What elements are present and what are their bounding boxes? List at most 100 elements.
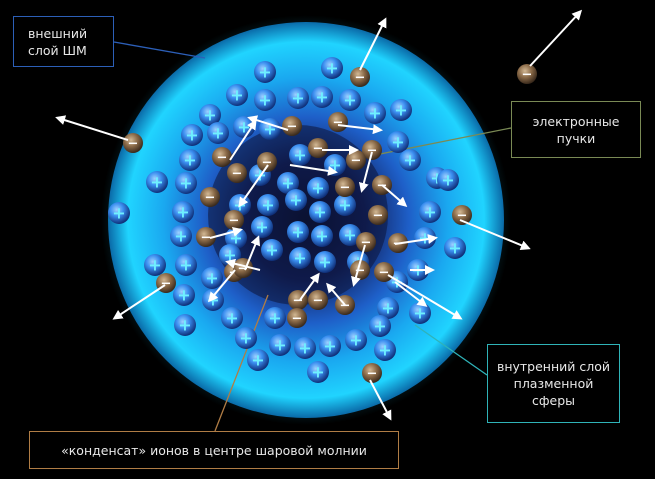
positive-ion-symbol: + — [258, 91, 271, 110]
positive-ion: + — [175, 254, 197, 276]
particles-layer: ++++++++++++++++++++++++++++++++++++++++… — [108, 57, 537, 383]
electron: − — [257, 152, 277, 172]
positive-ion: + — [108, 202, 130, 224]
positive-ion: + — [257, 194, 279, 216]
positive-ion: + — [390, 99, 412, 121]
positive-ion: + — [339, 224, 361, 246]
positive-ion: + — [199, 104, 221, 126]
electron-symbol: − — [201, 231, 212, 246]
positive-ion-symbol: + — [281, 174, 294, 193]
label-outer-line1: внешний — [28, 25, 88, 41]
positive-ion: + — [339, 89, 361, 111]
positive-ion-symbol: + — [313, 203, 326, 222]
label-condensate-text: «конденсат» ионов в центре шаровой молни… — [61, 442, 367, 458]
positive-ion-symbol: + — [230, 86, 243, 105]
positive-ion-symbol: + — [179, 174, 192, 193]
electron-symbol: − — [373, 209, 384, 224]
positive-ion: + — [181, 124, 203, 146]
positive-ion: + — [235, 327, 257, 349]
electron-symbol: − — [217, 151, 228, 166]
electron-symbol: − — [292, 312, 303, 327]
positive-ion: + — [269, 334, 291, 356]
electron-symbol: − — [355, 264, 366, 279]
positive-ion: + — [314, 251, 336, 273]
electron: − — [308, 138, 328, 158]
positive-ion-symbol: + — [368, 104, 381, 123]
positive-ion: + — [264, 307, 286, 329]
electron-symbol: − — [379, 266, 390, 281]
electron-symbol: − — [351, 154, 362, 169]
electron-symbol: − — [313, 294, 324, 309]
positive-ion: + — [247, 349, 269, 371]
motion-arrow — [381, 184, 408, 207]
positive-ion-symbol: + — [291, 89, 304, 108]
positive-ion-symbol: + — [179, 256, 192, 275]
positive-ion-symbol: + — [423, 203, 436, 222]
motion-arrow — [387, 274, 463, 320]
electron-symbol: − — [361, 236, 372, 251]
positive-ion: + — [319, 335, 341, 357]
positive-ion: + — [174, 314, 196, 336]
pointer-outer — [113, 41, 206, 59]
positive-ion: + — [287, 87, 309, 109]
positive-ion-symbol: + — [265, 241, 278, 260]
motion-arrow — [459, 219, 531, 250]
positive-ion-symbol: + — [185, 126, 198, 145]
positive-ion: + — [444, 237, 466, 259]
positive-ion-symbol: + — [211, 124, 224, 143]
positive-ion: + — [309, 201, 331, 223]
electron-symbol: − — [367, 144, 378, 159]
electron: − — [308, 290, 328, 310]
label-beams-line1: электронные — [532, 113, 620, 129]
motion-arrow — [112, 284, 166, 320]
positive-ion-symbol: + — [203, 106, 216, 125]
positive-ion-symbol: + — [176, 203, 189, 222]
electron-symbol: − — [340, 299, 351, 314]
electron: − — [368, 205, 388, 225]
motion-arrow — [394, 281, 428, 307]
electron: − — [362, 363, 382, 383]
electron: − — [350, 260, 370, 280]
positive-ion-symbol: + — [291, 223, 304, 242]
positive-ion-symbol: + — [349, 331, 362, 350]
electron-symbol: − — [457, 209, 468, 224]
positive-ion: + — [277, 172, 299, 194]
motion-arrow — [326, 282, 346, 306]
electron: − — [374, 262, 394, 282]
positive-ion-symbol: + — [338, 196, 351, 215]
motion-arrow — [394, 234, 438, 245]
label-electron-beams: электронные пучки — [511, 101, 641, 158]
positive-ion-symbol: + — [448, 239, 461, 258]
positive-ion: + — [254, 61, 276, 83]
positive-ion-symbol: + — [150, 173, 163, 192]
positive-ion-symbol: + — [205, 269, 218, 288]
positive-ion: + — [334, 194, 356, 216]
positive-ion-symbol: + — [394, 101, 407, 120]
electron-symbol: − — [522, 68, 533, 83]
label-inner-line1: внутренний слой — [496, 359, 611, 374]
positive-ion-symbol: + — [183, 151, 196, 170]
positive-ion: + — [289, 144, 311, 166]
positive-ion: + — [294, 337, 316, 359]
positive-ion: + — [307, 361, 329, 383]
positive-ion-symbol: + — [289, 191, 302, 210]
positive-ion: + — [374, 339, 396, 361]
label-outer-line2: слой ШМ — [28, 42, 87, 58]
positive-ion: + — [172, 201, 194, 223]
positive-ion: + — [289, 247, 311, 269]
positive-ion-symbol: + — [403, 151, 416, 170]
electron-symbol: − — [340, 181, 351, 196]
positive-ion-symbol: + — [293, 249, 306, 268]
positive-ion: + — [202, 289, 224, 311]
motion-arrow — [225, 258, 261, 271]
positive-ion: + — [364, 102, 386, 124]
positive-ion: + — [307, 177, 329, 199]
positive-ion-symbol: + — [225, 309, 238, 328]
positive-ion: + — [369, 315, 391, 337]
electron-symbol: − — [128, 137, 139, 152]
positive-ion: + — [387, 131, 409, 153]
positive-ion-symbol: + — [293, 146, 306, 165]
positive-ion-symbol: + — [177, 286, 190, 305]
positive-ion-symbol: + — [381, 299, 394, 318]
positive-ion: + — [419, 201, 441, 223]
